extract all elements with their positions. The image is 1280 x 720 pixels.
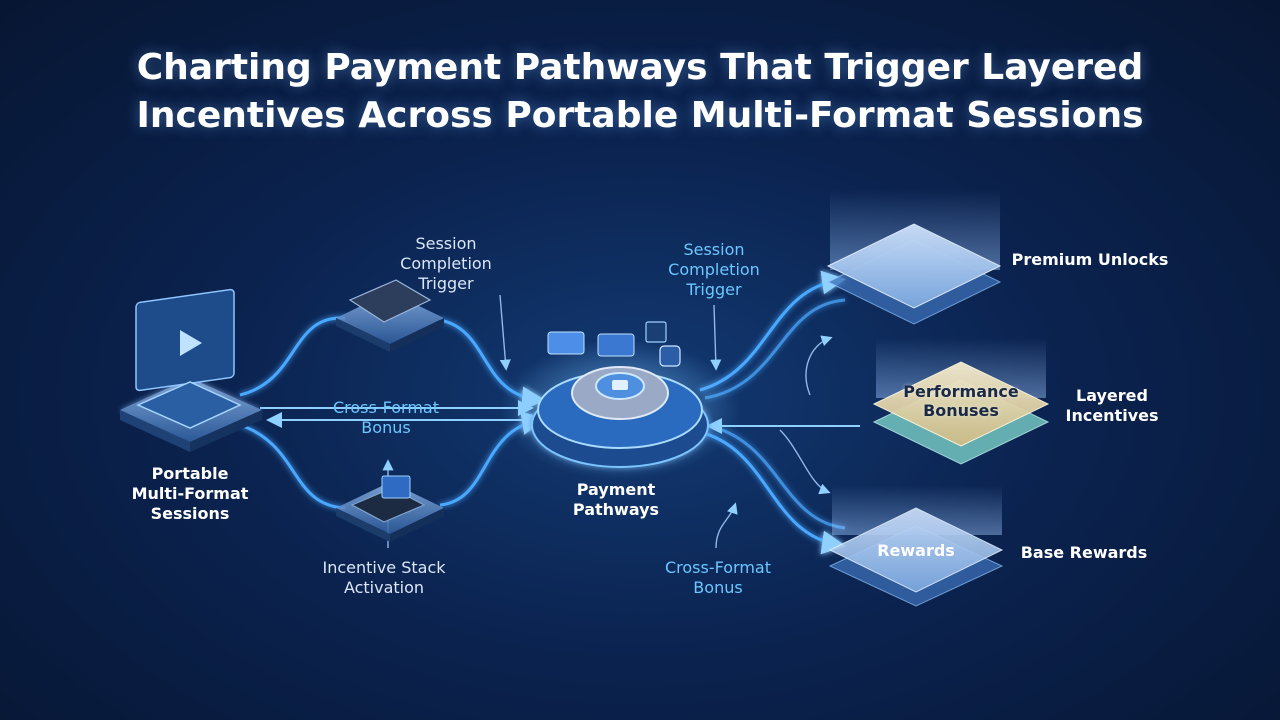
left-trigger-line-1: Session [415, 234, 477, 253]
left-trigger-line-3: Trigger [418, 274, 474, 293]
tier-bottom-inner-label: Rewards [877, 541, 955, 560]
card-platform-side-right [390, 508, 444, 542]
video-play-glyph [180, 330, 202, 356]
tier-top-side-label: Premium Unlocks [1011, 250, 1169, 269]
right-trigger-line-3: Trigger [686, 280, 742, 299]
flow-sessions-to-card [239, 423, 346, 510]
tier-top-layer-upper [826, 223, 1002, 309]
sessions-base-side-right [190, 410, 262, 452]
tablet [136, 381, 242, 429]
right-trigger-line-1: Session [683, 240, 745, 259]
incentive-stack-line-1: Incentive Stack [322, 558, 446, 577]
payment-card-1 [547, 331, 585, 355]
annotation-incentive-stack: Incentive Stack Activation [304, 558, 464, 598]
sessions-label: Portable Multi-Format Sessions [112, 464, 268, 524]
annotation-left-bonus: Cross-Format Bonus [316, 398, 456, 438]
pointer-tier-bottom [779, 429, 831, 495]
sessions-base-side [120, 410, 190, 452]
phone-platform-side-right [390, 318, 444, 352]
flow-sessions-to-phone [239, 316, 346, 397]
hub-label-line-2: Pathways [572, 500, 660, 519]
gear-center-chip [612, 380, 628, 390]
title-line-1: Charting Payment Pathways That Trigger L… [136, 47, 1144, 88]
left-trigger-line-2: Completion [400, 254, 492, 273]
phone-icon [336, 279, 444, 352]
page-title: Charting Payment Pathways That Trigger L… [0, 44, 1280, 140]
qr-code-box [645, 321, 667, 343]
tier-middle-layer-upper [872, 361, 1050, 447]
card-reader-icon [336, 475, 444, 542]
tier-premium-stack [826, 190, 1002, 325]
phone-device [348, 279, 432, 323]
left-bonus-line-1: Cross-Format [332, 398, 439, 417]
sessions-label-line-2: Multi-Format [131, 484, 249, 503]
hub-label: Payment Pathways [556, 480, 676, 520]
hub-label-line-1: Payment [576, 480, 656, 499]
sessions-label-line-3: Sessions [150, 504, 230, 523]
incentive-stack-line-2: Activation [343, 578, 425, 597]
tier-middle-inner-line-1: Performance [903, 382, 1019, 401]
tier-middle-inner-label: Performance Bonuses [874, 382, 1048, 420]
right-trigger-line-2: Completion [668, 260, 760, 279]
tier-middle-inner-line-2: Bonuses [923, 401, 999, 420]
qr-pin [659, 345, 681, 367]
tier-middle-side-line-1: Layered [1076, 386, 1148, 405]
card-platform-side [336, 508, 390, 542]
pointer-right-bonus [715, 502, 738, 549]
tier-performance-stack [872, 338, 1050, 465]
card-reader-card [381, 475, 411, 499]
pointer-tier-top [805, 335, 833, 396]
gear-icon [500, 340, 740, 480]
tier-middle-side-line-2: Incentives [1065, 406, 1159, 425]
tier-bottom-layer-upper [828, 507, 1004, 593]
pointer-right-trigger [710, 304, 722, 371]
tier-rewards-stack [828, 485, 1004, 607]
right-bonus-line-2: Bonus [693, 578, 743, 597]
qr-code-icon [645, 321, 681, 367]
payment-card-2 [597, 333, 635, 357]
tier-bottom-side-label: Base Rewards [1020, 543, 1148, 562]
sessions-label-line-1: Portable [151, 464, 229, 483]
left-bonus-line-2: Bonus [361, 418, 411, 437]
annotation-right-bonus: Cross-Format Bonus [646, 558, 790, 598]
tier-middle-side-label: Layered Incentives [1056, 386, 1168, 426]
annotation-right-trigger: Session Completion Trigger [652, 240, 776, 300]
annotation-left-trigger: Session Completion Trigger [386, 234, 506, 294]
phone-platform-side [336, 318, 390, 352]
laptop-tablet-video-icon [120, 288, 262, 452]
credit-card-icon [547, 331, 635, 357]
title-line-2: Incentives Across Portable Multi-Format … [136, 95, 1144, 136]
right-bonus-line-1: Cross-Format [664, 558, 771, 577]
pointer-left-trigger [499, 294, 511, 371]
